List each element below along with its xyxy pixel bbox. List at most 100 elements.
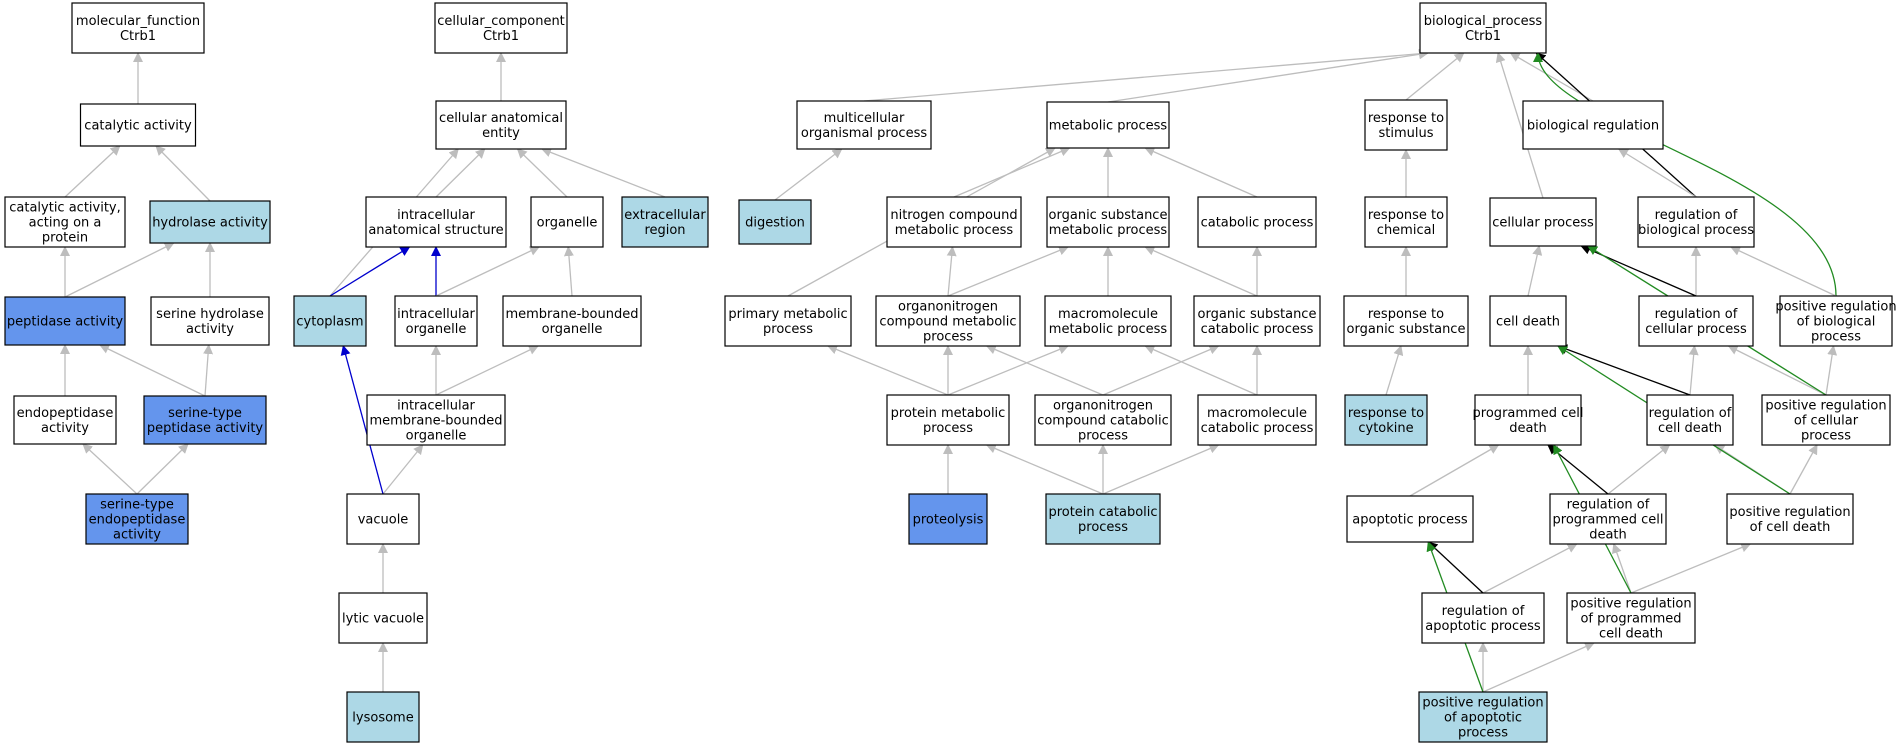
go-term-node[interactable]: cellular process [1489,197,1597,247]
edge-is-a [1630,542,1752,594]
node-label: apoptotic process [1425,619,1541,634]
node-label: cellular process [1645,322,1747,337]
node-box [724,295,852,347]
edge-is-a [1102,443,1220,495]
edge-is-a [863,48,1429,102]
node-box [346,493,420,545]
go-term-node[interactable]: organelle [530,196,604,248]
go-term-node[interactable]: cell death [1489,295,1567,347]
node-label: organonitrogen [898,300,998,315]
node-box [1726,493,1854,545]
node-box [738,199,812,245]
edge-is-a [1495,52,1544,199]
node-box [796,100,932,150]
node-box [875,295,1021,347]
node-label: cytokine [1358,421,1413,436]
edge-part-of [329,246,411,297]
edge-positively-regulates [1533,52,1837,297]
go-term-node[interactable]: catabolic process [1197,196,1317,248]
node-box [1193,295,1321,347]
node-box [1364,99,1448,151]
node-label: death [1509,421,1547,436]
go-term-node[interactable]: biological regulation [1522,100,1664,150]
node-label: macromolecule [1058,307,1158,322]
node-box [1046,101,1170,149]
node-box [886,196,1022,248]
go-term-node[interactable]: proteolysis [908,493,988,545]
go-term-node[interactable]: catalytic activity [79,103,197,147]
edge-is-a [985,443,1104,495]
node-label: death [1589,528,1627,543]
node-label: cellular anatomical [439,111,563,126]
node-label: primary metabolic [728,307,847,322]
go-term-node[interactable]: apoptotic process [1346,495,1474,543]
node-label: regulation of [1442,604,1525,619]
edge-is-a [1385,345,1404,396]
node-box [1344,394,1428,446]
node-box [4,196,126,248]
go-term-node[interactable]: digestion [738,199,812,245]
go-term-node[interactable]: lysosome [346,691,420,743]
go-term-node[interactable]: hydrolase activity [149,200,271,244]
go-term-node[interactable]: peptidase activity [4,296,126,346]
node-label: organic substance [1347,322,1466,337]
node-box [1489,197,1597,247]
go-term-node[interactable]: metabolic process [1046,101,1170,149]
node-label: nitrogen compound [890,208,1017,223]
node-label: positive regulation [1570,597,1691,612]
node-label: response to [1368,208,1444,223]
node-label: positive regulation [1729,505,1850,520]
node-label: region [644,223,685,238]
node-box [346,691,420,743]
go-term-node[interactable]: cytoplasm [293,295,367,347]
edge-is-a [947,344,1069,396]
node-label: membrane-bounded [369,414,502,429]
node-box [1364,196,1448,248]
go-term-node[interactable]: vacuole [346,493,420,545]
node-label: catabolic process [1201,421,1314,436]
node-box [1197,394,1317,446]
go-term-node[interactable]: lytic vacuole [338,592,428,644]
